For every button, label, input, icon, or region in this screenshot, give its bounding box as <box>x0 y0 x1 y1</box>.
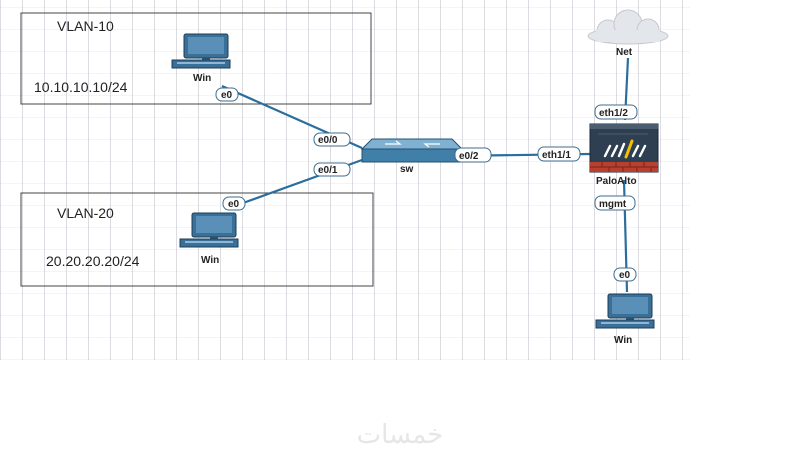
firewall-icon[interactable] <box>589 123 659 173</box>
vlan-20-box <box>20 192 374 287</box>
port-pc20-e0[interactable]: e0 <box>222 196 246 211</box>
port-fw-eth1-2[interactable]: eth1/2 <box>594 104 638 120</box>
port-pcm-e0[interactable]: e0 <box>613 267 637 282</box>
pc-vlan20-icon[interactable] <box>179 212 239 248</box>
vlan-20-subnet: 20.20.20.20/24 <box>46 253 140 269</box>
port-sw-e0-2[interactable]: e0/2 <box>454 147 492 163</box>
vlan-10-group: VLAN-10 10.10.10.10/24 <box>20 12 372 105</box>
pc-mgmt-label: Win <box>614 335 632 346</box>
port-pc10-e0-text: e0 <box>221 90 233 101</box>
port-sw-e0-0[interactable]: e0/0 <box>313 132 351 147</box>
firewall-label: PaloAlto <box>596 176 637 187</box>
port-sw-e0-2-text: e0/2 <box>459 151 479 162</box>
vlan-20-group: VLAN-20 20.20.20.20/24 <box>20 192 374 287</box>
port-fw-eth1-1-text: eth1/1 <box>542 150 571 161</box>
port-pcm-e0-text: e0 <box>619 270 631 281</box>
cloud-icon[interactable] <box>587 9 669 45</box>
watermark-logo: خمسات <box>356 420 444 450</box>
pc-vlan20-label: Win <box>201 255 219 266</box>
port-sw-e0-1-text: e0/1 <box>318 165 338 176</box>
port-fw-mgmt-text: mgmt <box>599 199 627 210</box>
cloud-label: Net <box>616 47 633 58</box>
network-diagram: VLAN-10 10.10.10.10/24 VLAN-20 20.20.20.… <box>20 9 669 346</box>
vlan-20-name: VLAN-20 <box>57 205 114 221</box>
vlan-10-name: VLAN-10 <box>57 18 114 34</box>
port-fw-mgmt[interactable]: mgmt <box>594 195 636 211</box>
port-fw-eth1-1[interactable]: eth1/1 <box>537 146 581 162</box>
switch-icon[interactable] <box>360 138 464 163</box>
topology-canvas: VLAN-10 10.10.10.10/24 VLAN-20 20.20.20.… <box>0 0 690 360</box>
port-fw-eth1-2-text: eth1/2 <box>599 108 628 119</box>
switch-label: sw <box>400 164 414 175</box>
port-pc10-e0[interactable]: e0 <box>215 87 239 102</box>
port-sw-e0-1[interactable]: e0/1 <box>313 162 351 177</box>
port-sw-e0-0-text: e0/0 <box>318 135 338 146</box>
links <box>221 57 630 293</box>
port-pc20-e0-text: e0 <box>228 199 240 210</box>
vlan-10-subnet: 10.10.10.10/24 <box>34 79 128 95</box>
vlan-10-box <box>20 12 372 105</box>
pc-vlan10-icon[interactable] <box>171 33 231 69</box>
pc-mgmt-icon[interactable] <box>595 293 655 329</box>
pc-vlan10-label: Win <box>193 73 211 84</box>
